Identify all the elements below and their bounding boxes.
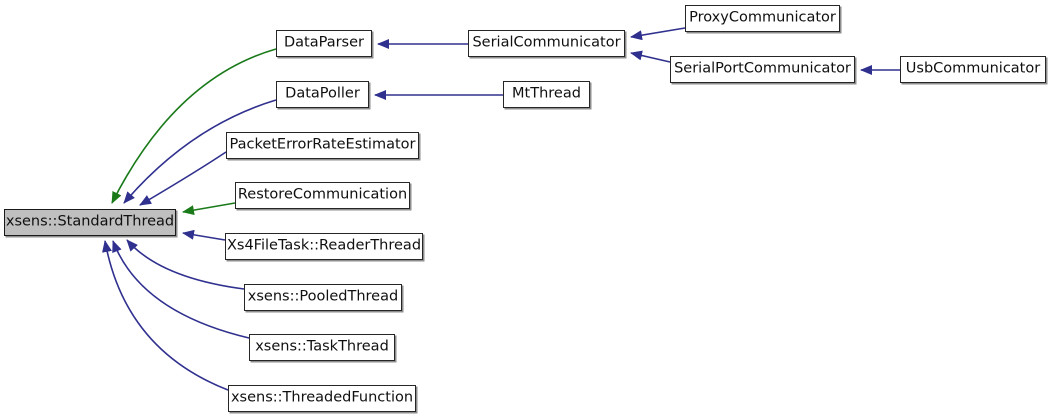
node-usb-communicator[interactable]: UsbCommunicator (900, 56, 1046, 83)
node-label-serial-communicator: SerialCommunicator (472, 34, 621, 51)
e-packeterror-standardthread (139, 151, 227, 206)
node-label-reader-thread: Xs4FileTask::ReaderThread (226, 237, 422, 254)
node-serial-communicator[interactable]: SerialCommunicator (468, 30, 625, 57)
node-packet-error-rate[interactable]: PacketErrorRateEstimator (226, 132, 419, 159)
node-proxy-communicator[interactable]: ProxyCommunicator (685, 5, 840, 32)
node-data-poller[interactable]: DataPoller (276, 81, 369, 108)
node-mt-thread[interactable]: MtThread (503, 81, 590, 108)
node-threaded-function[interactable]: xsens::ThreadedFunction (228, 385, 416, 412)
node-label-data-poller: DataPoller (285, 85, 360, 102)
node-data-parser[interactable]: DataParser (276, 30, 372, 57)
node-label-usb-communicator: UsbCommunicator (905, 60, 1041, 77)
node-label-serial-port-communicator: SerialPortCommunicator (674, 60, 851, 77)
node-label-standard-thread: xsens::StandardThread (5, 213, 175, 230)
node-restore-communication[interactable]: RestoreCommunication (235, 182, 410, 209)
node-label-packet-error-rate: PacketErrorRateEstimator (229, 136, 416, 153)
e-restore-standardthread (182, 202, 236, 216)
e-proxy-serialcomm (630, 27, 686, 41)
node-serial-port-communicator[interactable]: SerialPortCommunicator (670, 56, 855, 83)
node-label-threaded-function: xsens::ThreadedFunction (230, 389, 414, 406)
node-label-task-thread: xsens::TaskThread (255, 338, 389, 355)
node-pooled-thread[interactable]: xsens::PooledThread (244, 284, 402, 311)
node-task-thread[interactable]: xsens::TaskThread (249, 334, 395, 361)
node-standard-thread[interactable]: xsens::StandardThread (4, 209, 176, 236)
node-label-restore-communication: RestoreCommunication (237, 186, 408, 203)
node-label-proxy-communicator: ProxyCommunicator (689, 9, 836, 26)
node-label-pooled-thread: xsens::PooledThread (247, 288, 399, 305)
node-label-data-parser: DataParser (284, 34, 364, 51)
e-dataparser-standardthread (111, 48, 277, 204)
e-serialport-serialcomm (630, 50, 671, 63)
e-threadedfn-standardthread (102, 240, 229, 391)
node-label-mt-thread: MtThread (512, 85, 581, 102)
e-reader-standardthread (182, 229, 226, 241)
node-reader-thread[interactable]: Xs4FileTask::ReaderThread (225, 233, 423, 260)
